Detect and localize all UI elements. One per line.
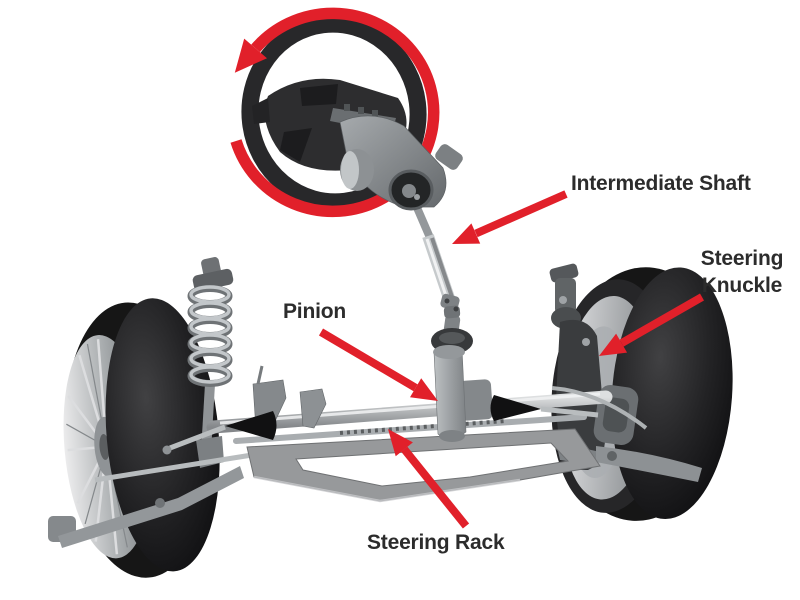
rotation-arrow-icon [230,7,440,218]
steering-rack [162,365,648,455]
intermediate-shaft-label: Intermediate Shaft [571,172,751,195]
subframe [246,428,601,502]
tie-rod-boot-left [225,411,277,440]
steering-rack-pointer-arrow [388,429,470,529]
steering-knuckle-pointer-arrow [599,293,704,356]
universal-joint [440,293,461,319]
pinion-label: Pinion [283,300,346,323]
left-suspension-strut [187,257,234,468]
steering-knuckle-label-line2: Knuckle [701,274,783,297]
right-control-arm [596,446,702,482]
steering-rack-label: Steering Rack [367,531,505,554]
tie-rod-boot-right [490,395,541,421]
steering-column [330,104,463,211]
pinion [431,314,473,442]
intermediate-shaft [408,194,461,319]
tie-rod-right [540,406,599,418]
intermediate-shaft-pointer-arrow [452,190,568,244]
steering-knuckle-label: Steering Knuckle [690,245,794,299]
steering-knuckle-label-line1: Steering [700,247,784,270]
pinion-pointer-arrow [318,328,438,401]
tie-rod-left [169,424,226,451]
left-control-arm [48,452,253,548]
